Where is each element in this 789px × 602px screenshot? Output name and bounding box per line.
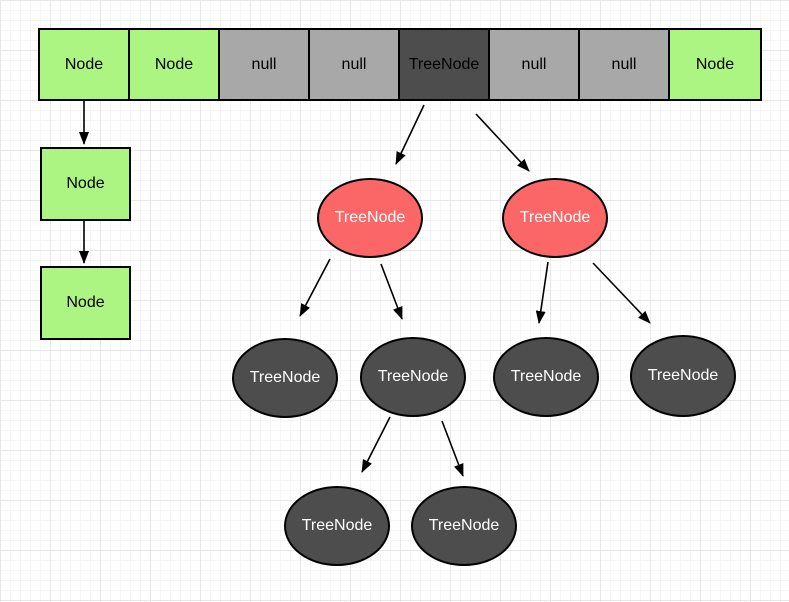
tree-node-ellipse: TreeNode — [411, 486, 517, 566]
array-cell: null — [220, 30, 310, 99]
tree-node-ellipse: TreeNode — [284, 486, 390, 566]
edge-arrow — [361, 416, 391, 473]
array-cell: null — [310, 30, 400, 99]
edge-arrow — [395, 104, 425, 165]
edge-arrow — [299, 258, 331, 317]
array-cell: Node — [130, 30, 220, 99]
edge-arrow — [380, 263, 403, 320]
tree-node-ellipse: TreeNode — [317, 178, 423, 258]
edge-arrow — [475, 113, 530, 172]
tree-node-ellipse: TreeNode — [360, 337, 466, 417]
edge-arrow — [441, 420, 464, 477]
list-node-box: Node — [40, 266, 131, 340]
edge-arrow — [592, 262, 651, 324]
array-cell: TreeNode — [400, 30, 490, 99]
tree-node-ellipse: TreeNode — [502, 178, 608, 258]
array-cell: Node — [670, 30, 760, 99]
tree-node-ellipse: TreeNode — [493, 337, 599, 417]
edge-arrow — [535, 261, 549, 324]
array-cell: null — [490, 30, 580, 99]
tree-node-ellipse: TreeNode — [232, 338, 338, 418]
array-cell: null — [580, 30, 670, 99]
array-cell: Node — [40, 30, 130, 99]
list-node-box: Node — [40, 147, 131, 221]
tree-node-ellipse: TreeNode — [630, 335, 736, 417]
